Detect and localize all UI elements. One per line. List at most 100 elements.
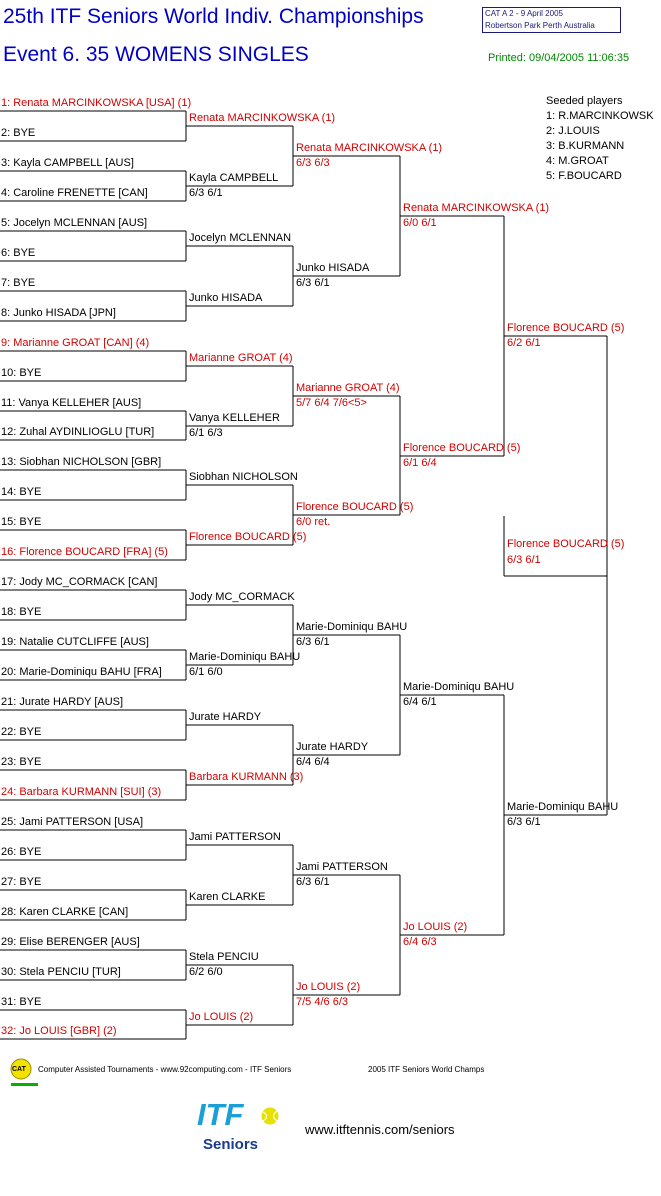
seed-item: 3: B.KURMANN	[546, 140, 625, 152]
draw-entry: 28: Karen CLARKE [CAN]	[1, 906, 129, 918]
draw-entry: 2: BYE	[1, 127, 36, 139]
itf-logo-text: ITF	[197, 1097, 244, 1132]
seed-item: 5: F.BOUCARD	[546, 170, 622, 182]
cat-logo-text: CAT	[12, 1066, 26, 1073]
draw-entry: 26: BYE	[1, 846, 42, 858]
match-winner: Florence BOUCARD (5)	[296, 501, 414, 513]
match-winner: Marianne GROAT (4)	[189, 352, 293, 364]
seed-item: 4: M.GROAT	[546, 155, 609, 167]
draw-entry: 25: Jami PATTERSON [USA]	[1, 816, 144, 828]
champion-score: 6/3 6/1	[507, 554, 541, 566]
match-winner: Jami PATTERSON	[189, 831, 281, 843]
category-dates: CAT A 2 - 9 April 2005	[485, 9, 563, 18]
draw-entry: 11: Vanya KELLEHER [AUS]	[1, 397, 142, 409]
match-winner: Barbara KURMANN (3)	[189, 771, 304, 783]
draw-entry: 9: Marianne GROAT [CAN] (4)	[1, 337, 150, 349]
bracket-lines	[0, 110, 608, 1040]
seeded-heading: Seeded players	[546, 95, 623, 107]
match-winner: Marie-Dominiqu BAHU	[507, 801, 619, 813]
match-score: 6/4 6/3	[403, 936, 437, 948]
match-score: 6/3 6/3	[296, 157, 330, 169]
footer-credit: Computer Assisted Tournaments - www.92co…	[38, 1065, 292, 1074]
draw-entry: 18: BYE	[1, 606, 42, 618]
match-score: 6/3 6/1	[296, 636, 330, 648]
match-score: 6/4 6/1	[403, 696, 437, 708]
draw-entry: 7: BYE	[1, 277, 36, 289]
match-winner: Junko HISADA	[296, 262, 370, 274]
match-score: 6/3 6/1	[507, 816, 541, 828]
match-score: 6/1 6/4	[403, 457, 437, 469]
itf-logo-subtitle: Seniors	[203, 1136, 259, 1153]
match-winner: Marie-Dominiqu BAHU	[189, 651, 301, 663]
match-winner: Jurate HARDY	[296, 741, 369, 753]
draw-entry: 4: Caroline FRENETTE [CAN]	[1, 187, 148, 199]
match-winner: Jo LOUIS (2)	[403, 921, 468, 933]
draw-entry: 31: BYE	[1, 996, 42, 1008]
match-score: 6/2 6/0	[189, 966, 223, 978]
match-score: 6/1 6/0	[189, 666, 223, 678]
match-winner: Jocelyn MCLENNAN	[189, 232, 292, 244]
footer-url[interactable]: www.itftennis.com/seniors	[305, 1122, 455, 1137]
match-score: 6/2 6/1	[507, 337, 541, 349]
tournament-info-box: CAT A 2 - 9 April 2005 Robertson Park Pe…	[482, 7, 621, 33]
match-winner: Kayla CAMPBELL	[189, 172, 279, 184]
draw-entry: 22: BYE	[1, 726, 42, 738]
draw-entry: 32: Jo LOUIS [GBR] (2)	[1, 1025, 117, 1037]
match-winner: Renata MARCINKOWSKA (1)	[296, 142, 443, 154]
match-winner: Marie-Dominiqu BAHU	[296, 621, 408, 633]
draw-entry: 12: Zuhal AYDINLIOGLU [TUR]	[1, 426, 155, 438]
match-winner: Jurate HARDY	[189, 711, 262, 723]
match-winner: Siobhan NICHOLSON	[189, 471, 298, 483]
seed-item: 2: J.LOUIS	[546, 125, 600, 137]
page-title: 25th ITF Seniors World Indiv. Championsh…	[3, 5, 424, 28]
match-winner: Jo LOUIS (2)	[189, 1011, 254, 1023]
draw-entry: 6: BYE	[1, 247, 36, 259]
match-winner: Jo LOUIS (2)	[296, 981, 361, 993]
match-score: 6/3 6/1	[296, 876, 330, 888]
match-score: 5/7 6/4 7/6<5>	[296, 397, 367, 409]
seed-item: 1: R.MARCINKOWSK	[546, 110, 654, 122]
match-winner: Marie-Dominiqu BAHU	[403, 681, 515, 693]
printed-timestamp: Printed: 09/04/2005 11:06:35	[488, 52, 630, 64]
match-winner: Florence BOUCARD (5)	[189, 531, 307, 543]
match-winner: Jami PATTERSON	[296, 861, 388, 873]
match-score: 6/3 6/1	[189, 187, 223, 199]
draw-entry: 3: Kayla CAMPBELL [AUS]	[1, 157, 134, 169]
draw-entry: 29: Elise BERENGER [AUS]	[1, 936, 140, 948]
match-score: 6/4 6/4	[296, 756, 330, 768]
draw-entry: 27: BYE	[1, 876, 42, 888]
match-winner: Vanya KELLEHER	[189, 412, 280, 424]
draw-entry: 19: Natalie CUTCLIFFE [AUS]	[1, 636, 149, 648]
draw-entry: 20: Marie-Dominiqu BAHU [FRA]	[1, 666, 162, 678]
draw-entry: 8: Junko HISADA [JPN]	[1, 307, 116, 319]
draw-entry: 1: Renata MARCINKOWSKA [USA] (1)	[1, 97, 192, 109]
draw-entry: 17: Jody MC_CORMACK [CAN]	[1, 576, 158, 588]
draw-entry: 21: Jurate HARDY [AUS]	[1, 696, 124, 708]
event-title: Event 6. 35 WOMENS SINGLES	[3, 43, 309, 66]
draw-entry: 10: BYE	[1, 367, 42, 379]
draw-entry: 16: Florence BOUCARD [FRA] (5)	[1, 546, 168, 558]
draw-entry: 13: Siobhan NICHOLSON [GBR]	[1, 456, 162, 468]
match-score: 6/0 6/1	[403, 217, 437, 229]
draw-entry: 5: Jocelyn MCLENNAN [AUS]	[1, 217, 148, 229]
cat-logo	[10, 1058, 38, 1086]
match-score: 6/0 ret.	[296, 516, 331, 528]
match-winner: Jody MC_CORMACK	[189, 591, 295, 603]
draw-entry: 23: BYE	[1, 756, 42, 768]
venue: Robertson Park Perth Australia	[485, 21, 595, 30]
draw-entry: 30: Stela PENCIU [TUR]	[1, 966, 121, 978]
tennis-ball-icon	[261, 1107, 279, 1125]
match-score: 6/1 6/3	[189, 427, 223, 439]
match-score: 7/5 4/6 6/3	[296, 996, 348, 1008]
match-winner: Stela PENCIU	[189, 951, 259, 963]
draw-entry: 15: BYE	[1, 516, 42, 528]
match-score: 6/3 6/1	[296, 277, 330, 289]
match-winner: Renata MARCINKOWSKA (1)	[189, 112, 336, 124]
match-winner: Florence BOUCARD (5)	[403, 442, 521, 454]
match-winner: Marianne GROAT (4)	[296, 382, 400, 394]
match-winner: Junko HISADA	[189, 292, 263, 304]
match-winner: Florence BOUCARD (5)	[507, 322, 625, 334]
match-winner: Renata MARCINKOWSKA (1)	[403, 202, 550, 214]
footer-event: 2005 ITF Seniors World Champs	[368, 1065, 485, 1074]
